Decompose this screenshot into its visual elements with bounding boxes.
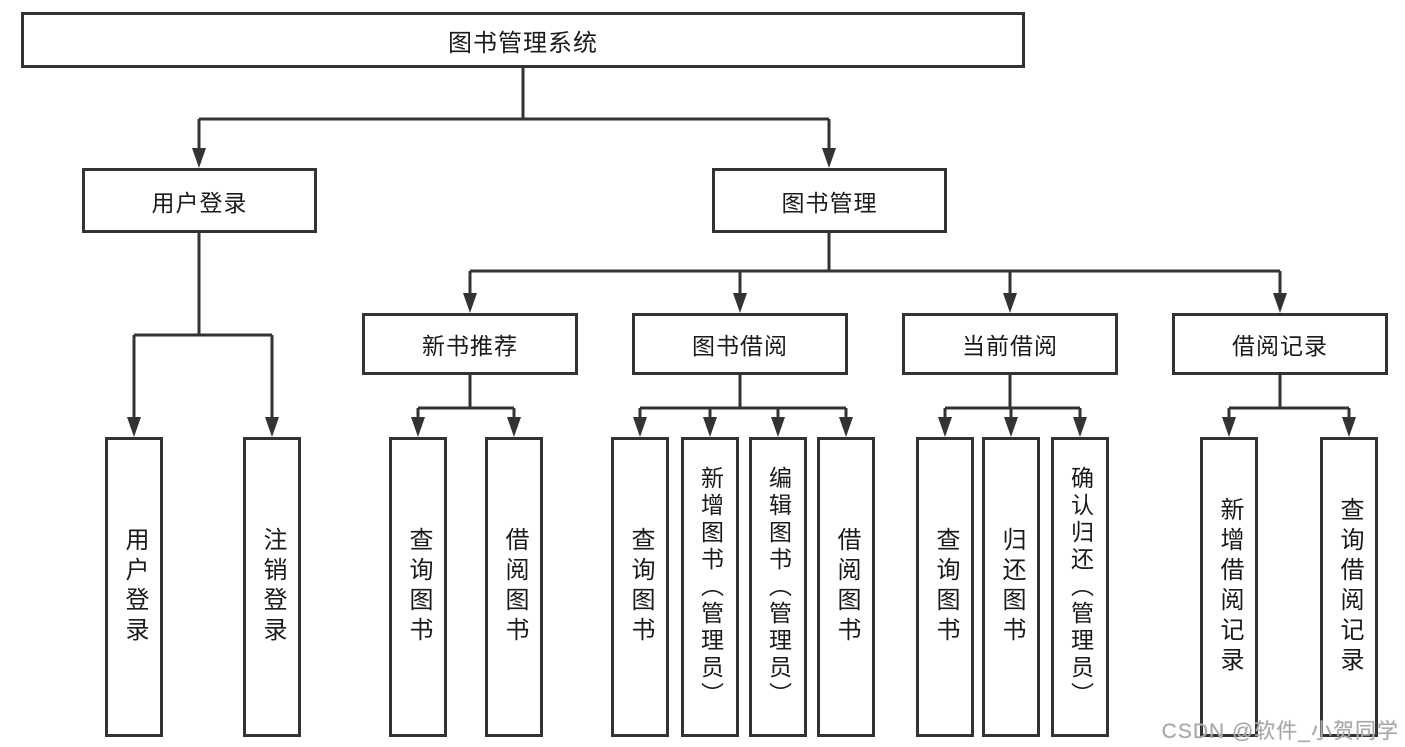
node-book-borrow: 图书借阅 [632,313,848,375]
leaf-logout: 注销登录 [243,437,301,737]
leaf-query-books-current: 查询图书 [916,437,974,737]
node-user-login: 用户登录 [82,168,317,233]
leaf-add-books-admin: 新增图书（管理员） [681,437,739,737]
leaf-borrow-books-recommend: 借阅图书 [485,437,543,737]
leaf-borrow-books: 借阅图书 [817,437,875,737]
node-borrow-records: 借阅记录 [1172,313,1388,375]
node-new-book-recommend: 新书推荐 [362,313,578,375]
leaf-add-borrow-record: 新增借阅记录 [1200,437,1258,737]
leaf-return-books: 归还图书 [982,437,1040,737]
leaf-query-books-borrow: 查询图书 [611,437,669,737]
leaf-user-login: 用户登录 [105,437,163,737]
arrowheads [127,148,1356,437]
node-library-management-system: 图书管理系统 [21,12,1025,68]
node-book-management: 图书管理 [712,168,947,233]
csdn-watermark: CSDN @软件_小贺同学 [1161,720,1399,743]
leaf-edit-books-admin: 编辑图书（管理员） [749,437,807,737]
leaf-query-borrow-record: 查询借阅记录 [1320,437,1378,737]
node-current-borrow: 当前借阅 [902,313,1118,375]
leaf-confirm-return-admin: 确认归还（管理员） [1051,437,1109,737]
leaf-query-books-recommend: 查询图书 [389,437,447,737]
